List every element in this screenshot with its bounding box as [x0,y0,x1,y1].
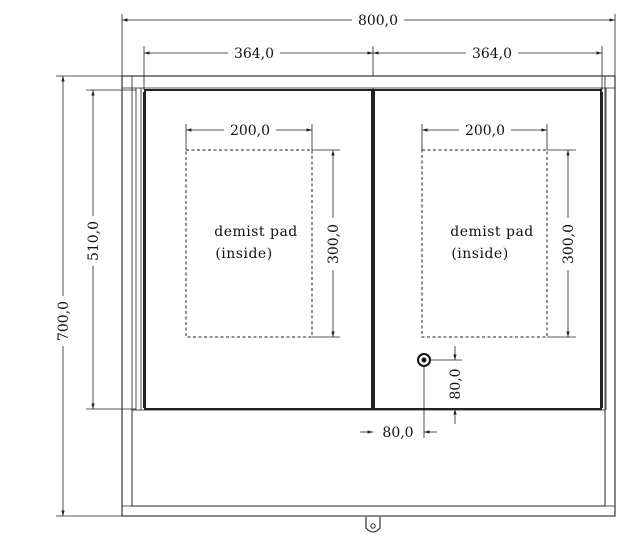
left-pad-width-dimension [185,124,313,150]
left-pad-height-dimension [312,149,340,338]
door-width-dimensions [143,46,603,90]
overall-height-label: 700,0 [56,301,72,341]
left-pad-height-label: 300,0 [326,224,342,264]
switch-vertical-dimension [430,346,462,424]
overall-height-dimension [56,75,122,517]
right-door-width-label: 364,0 [472,46,512,62]
cabinet-outline [121,75,616,517]
overall-width-label: 800,0 [358,13,398,29]
left-side-panel [135,88,145,410]
door-height-dimension [86,89,136,410]
switch-horizontal-label: 80,0 [382,425,413,441]
switch-vertical-label: 80,0 [448,368,464,399]
right-pad-width-label: 200,0 [465,123,505,139]
switch-icon [417,353,431,367]
hanging-bracket-icon [365,517,381,533]
left-door-width-label: 364,0 [234,46,274,62]
switch-horizontal-dimension [360,366,437,438]
overall-width-dimension [121,14,616,76]
door-height-label: 510,0 [86,221,102,261]
right-pad-height-label: 300,0 [561,224,577,264]
right-demist-pad [421,149,548,338]
left-demist-pad [185,149,313,338]
left-pad-note-line1: demist pad [214,224,298,240]
left-pad-note-line2: (inside) [215,246,272,262]
right-pad-height-dimension [547,149,576,338]
right-pad-note-line1: demist pad [450,224,534,240]
right-pad-note-line2: (inside) [451,246,508,262]
left-pad-width-label: 200,0 [230,123,270,139]
mirror-doors [144,88,602,410]
right-pad-width-dimension [421,124,548,150]
